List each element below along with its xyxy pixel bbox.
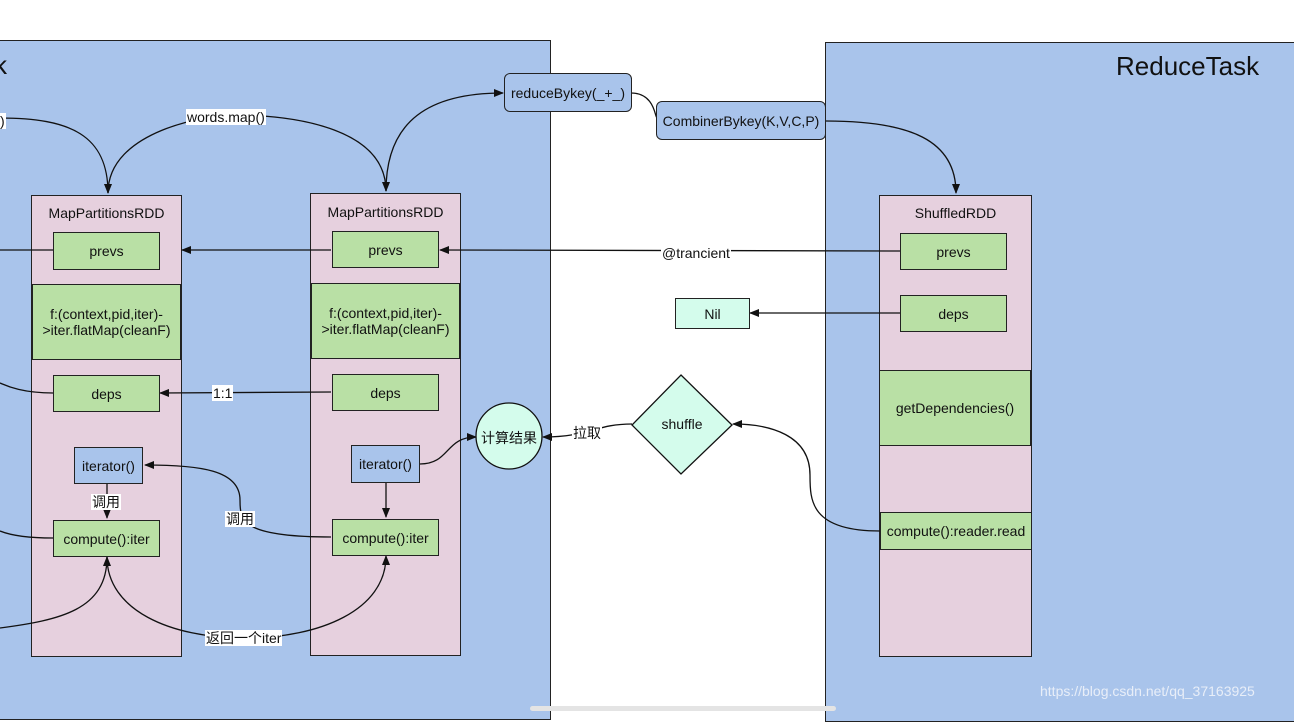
edge-iterator-result xyxy=(419,433,477,465)
edge-return-iter xyxy=(0,556,111,629)
rdd-mid-iterator: iterator() xyxy=(351,445,420,483)
edge-label-call-left: 调用 xyxy=(91,494,121,510)
rdd-mid-deps: deps xyxy=(332,374,439,411)
result-circle xyxy=(475,402,543,470)
result-label: 计算结果 xyxy=(481,430,537,446)
map-task-title: k xyxy=(0,50,7,80)
edge-label-pull: 拉取 xyxy=(572,425,602,441)
edge-label-left-cut: ) xyxy=(0,113,6,129)
rdd-left-deps: deps xyxy=(53,375,160,412)
edge-mid-compute-left-iterator xyxy=(144,461,332,538)
combiner-bykey-node: CombinerBykey(K,V,C,P) xyxy=(656,101,826,140)
watermark-text: https://blog.csdn.net/qq_37163925 xyxy=(1040,683,1255,699)
shuffled-compute: compute():reader.read xyxy=(880,512,1032,550)
horizontal-scrollbar[interactable] xyxy=(530,706,836,711)
edge-label-call-mid: 调用 xyxy=(225,511,255,527)
rdd-left-compute: compute():iter xyxy=(53,520,160,557)
shuffled-prevs: prevs xyxy=(900,233,1007,270)
rdd-mid-title: MapPartitionsRDD xyxy=(327,204,444,220)
edge-label-return-iter: 返回一个iter xyxy=(205,630,283,646)
shuffle-diamond xyxy=(631,374,733,475)
rdd-left-title: MapPartitionsRDD xyxy=(48,205,165,221)
edge-reduce-combiner xyxy=(630,92,658,119)
shuffled-get-dependencies: getDependencies() xyxy=(879,370,1031,446)
edge-label-one-to-one: 1:1 xyxy=(212,385,234,401)
map-partitions-rdd-mid xyxy=(310,193,461,656)
reduce-task-title: ReduceTask xyxy=(1116,51,1260,81)
edge-combiner-shuffled xyxy=(825,120,960,194)
edge-left-top xyxy=(0,117,112,194)
rdd-mid-prevs: prevs xyxy=(332,231,439,268)
edge-compute-shuffle xyxy=(732,420,881,532)
edge-words-map xyxy=(107,114,390,194)
rdd-left-iterator: iterator() xyxy=(74,447,143,484)
map-partitions-rdd-left xyxy=(31,195,182,657)
rdd-left-prevs: prevs xyxy=(53,232,160,270)
edge-one-to-one xyxy=(159,388,332,397)
reduce-bykey-node: reduceBykey(_+_) xyxy=(504,73,632,112)
rdd-mid-func: f:(context,pid,iter)->iter.flatMap(clean… xyxy=(311,283,460,359)
edge-return-iter-2 xyxy=(106,555,390,639)
edge-to-reducebykey xyxy=(385,89,504,192)
nil-node: Nil xyxy=(675,298,750,329)
shuffle-label: shuffle xyxy=(661,416,703,432)
edge-label-words-map: words.map() xyxy=(186,109,266,125)
rdd-mid-compute: compute():iter xyxy=(332,519,439,556)
edge-left-deps-out xyxy=(0,382,54,394)
shuffled-rdd-title: ShuffledRDD xyxy=(914,205,997,221)
shuffled-deps: deps xyxy=(900,295,1007,332)
edge-label-tracient: @trancient xyxy=(661,245,731,261)
edge-left-compute-out xyxy=(0,530,54,539)
rdd-left-func: f:(context,pid,iter)->iter.flatMap(clean… xyxy=(32,284,181,360)
